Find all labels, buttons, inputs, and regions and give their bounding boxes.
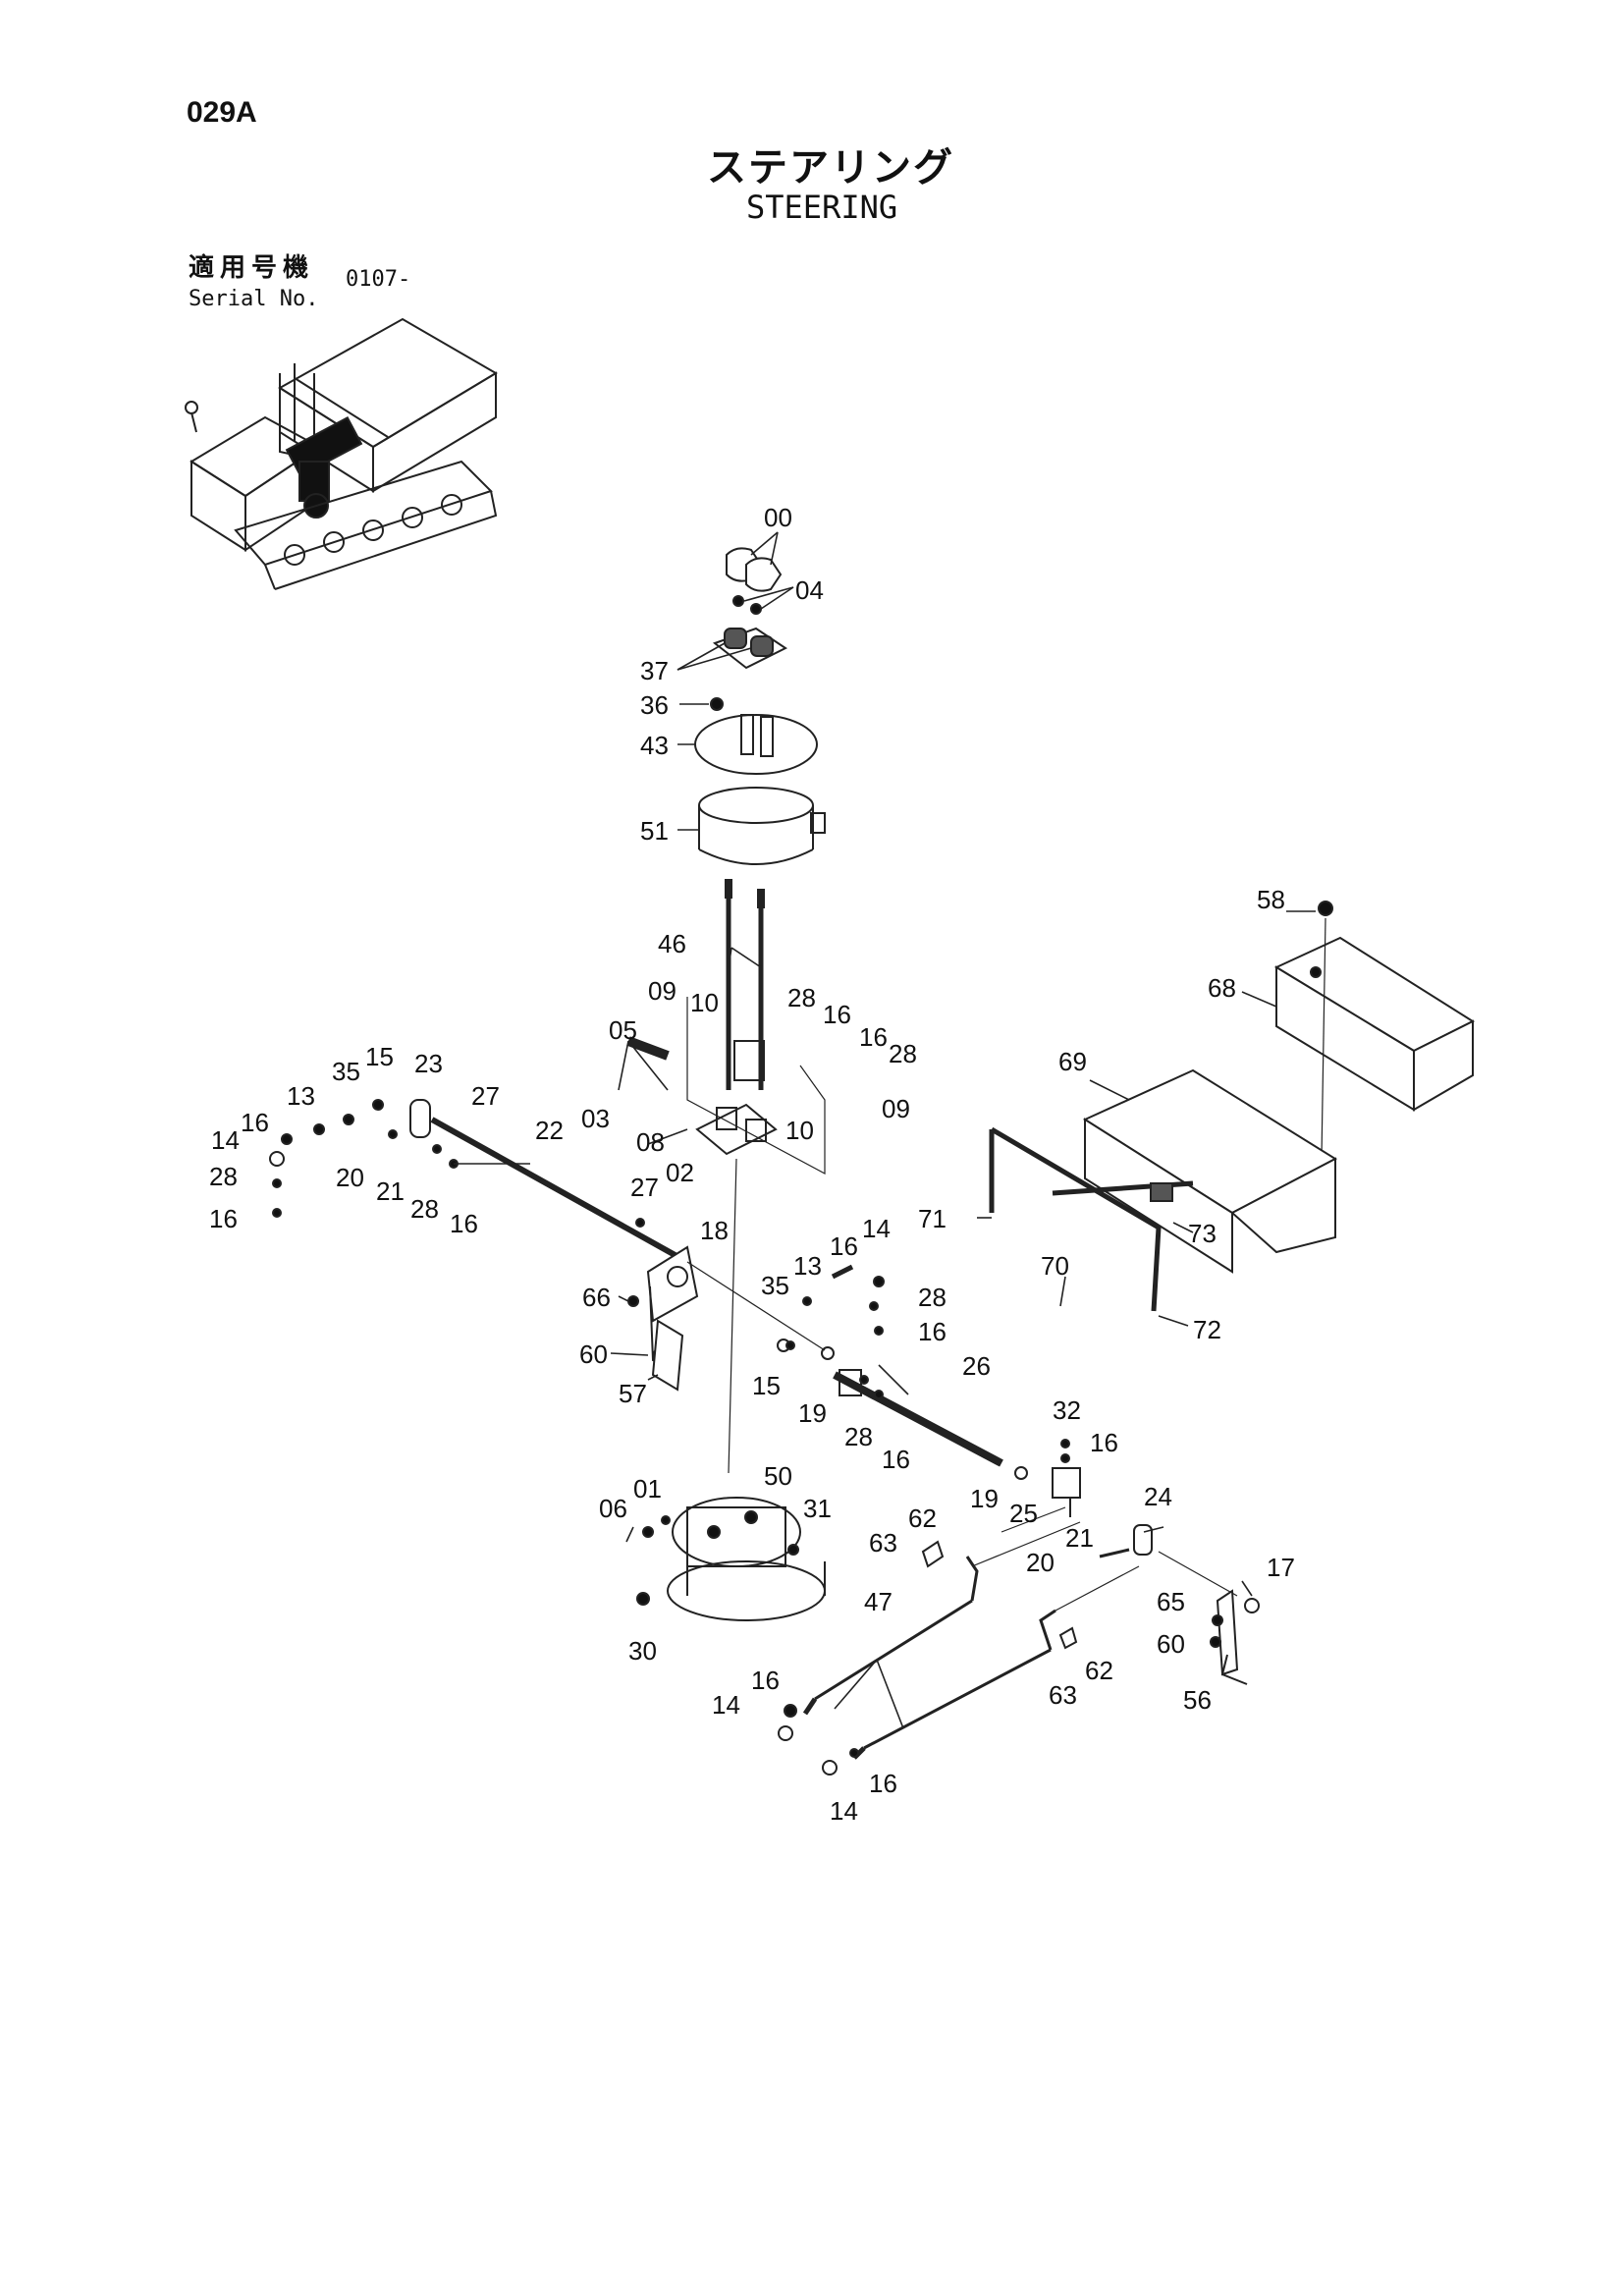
part-label-13a: 13 (287, 1081, 315, 1111)
part-label-28b: 28 (889, 1039, 917, 1068)
part-label-14a: 14 (211, 1125, 240, 1155)
serial-value: 0107- (346, 267, 411, 292)
part-label-43: 43 (640, 731, 669, 760)
part-label-14d: 14 (830, 1796, 858, 1826)
part-label-04: 04 (795, 575, 824, 605)
part-label-28a: 28 (787, 983, 816, 1012)
part-label-35a: 35 (332, 1057, 360, 1086)
part-label-51: 51 (640, 816, 669, 846)
part-label-16a: 16 (823, 1000, 851, 1029)
part-label-01: 01 (633, 1474, 662, 1503)
part-label-27b: 27 (630, 1173, 659, 1202)
part-label-06: 06 (599, 1494, 627, 1523)
part-label-16j: 16 (751, 1666, 780, 1695)
part-label-21a: 21 (376, 1176, 405, 1206)
part-label-36: 36 (640, 690, 669, 720)
part-label-20a: 20 (336, 1163, 364, 1192)
serial-label-jp: 適用号機 (189, 253, 315, 283)
part-label-23: 23 (414, 1049, 443, 1078)
part-label-73: 73 (1188, 1219, 1217, 1248)
part-label-69: 69 (1058, 1047, 1087, 1076)
part-label-31: 31 (803, 1494, 832, 1523)
part-label-15b: 15 (752, 1371, 781, 1400)
part-label-16k: 16 (869, 1769, 897, 1798)
part-label-10a: 10 (690, 988, 719, 1017)
part-label-16g: 16 (918, 1317, 947, 1346)
part-label-18: 18 (700, 1216, 729, 1245)
part-label-21b: 21 (1065, 1523, 1094, 1553)
part-label-20b: 20 (1026, 1548, 1055, 1577)
part-label-09b: 09 (882, 1094, 910, 1123)
part-label-16i: 16 (1090, 1428, 1118, 1457)
part-label-30: 30 (628, 1636, 657, 1666)
part-label-14c: 14 (712, 1690, 740, 1720)
part-label-09a: 09 (648, 976, 676, 1006)
part-label-70: 70 (1041, 1251, 1069, 1281)
part-label-62b: 62 (1085, 1656, 1113, 1685)
part-label-22: 22 (535, 1116, 564, 1145)
part-label-24: 24 (1144, 1482, 1172, 1511)
part-label-62a: 62 (908, 1503, 937, 1533)
part-label-72: 72 (1193, 1315, 1221, 1344)
part-label-37: 37 (640, 656, 669, 685)
part-label-19a: 19 (798, 1398, 827, 1428)
page-title-en: STEERING (746, 189, 898, 226)
part-label-28f: 28 (844, 1422, 873, 1451)
part-label-13b: 13 (793, 1251, 822, 1281)
page-title-jp: ステアリング (707, 145, 954, 191)
part-label-16c: 16 (241, 1108, 269, 1137)
steering-knob-assembly (626, 547, 826, 1474)
part-label-00: 00 (764, 503, 792, 532)
part-label-17: 17 (1267, 1553, 1295, 1582)
part-label-26: 26 (962, 1351, 991, 1381)
part-label-03: 03 (581, 1104, 610, 1133)
part-label-63b: 63 (1049, 1680, 1077, 1710)
part-label-56: 56 (1183, 1685, 1212, 1715)
right-cross-shaft (686, 1261, 1260, 1685)
part-label-47: 47 (864, 1587, 893, 1616)
part-label-28d: 28 (410, 1194, 439, 1224)
part-label-16h: 16 (882, 1445, 910, 1474)
part-label-16b: 16 (859, 1022, 888, 1052)
part-label-71: 71 (918, 1204, 947, 1233)
part-label-60a: 60 (579, 1339, 608, 1369)
part-label-65: 65 (1157, 1587, 1185, 1616)
part-label-25: 25 (1009, 1499, 1038, 1528)
left-cross-shaft (269, 1099, 699, 1392)
part-label-63a: 63 (869, 1528, 897, 1558)
part-label-08: 08 (636, 1127, 665, 1157)
part-label-15a: 15 (365, 1042, 394, 1071)
part-label-28c: 28 (209, 1162, 238, 1191)
part-label-10b: 10 (785, 1116, 814, 1145)
part-label-02: 02 (666, 1158, 694, 1187)
part-label-66: 66 (582, 1283, 611, 1312)
machine-thumbnail (185, 317, 498, 590)
leader-lines (454, 531, 1316, 1729)
steering-covers (989, 901, 1476, 1312)
part-label-16f: 16 (830, 1231, 858, 1261)
part-label-27a: 27 (471, 1081, 500, 1111)
part-label-16e: 16 (450, 1209, 478, 1238)
part-label-46: 46 (658, 929, 686, 958)
page-code: 029A (187, 96, 257, 129)
part-label-32: 32 (1053, 1395, 1081, 1425)
part-label-57: 57 (619, 1379, 647, 1408)
part-label-14b: 14 (862, 1214, 891, 1243)
serial-label-en: Serial No. (189, 287, 319, 311)
part-label-68: 68 (1208, 973, 1236, 1003)
part-labels: 00 04 37 36 43 51 46 58 68 69 05 09 10 2… (209, 503, 1295, 1826)
part-label-50: 50 (764, 1461, 792, 1491)
part-label-35b: 35 (761, 1271, 789, 1300)
part-label-05: 05 (609, 1015, 637, 1045)
steering-valve (636, 1497, 826, 1621)
part-label-28e: 28 (918, 1283, 947, 1312)
part-label-58: 58 (1257, 885, 1285, 914)
steering-rods (778, 1521, 1140, 1776)
part-label-60b: 60 (1157, 1629, 1185, 1659)
part-label-16d: 16 (209, 1204, 238, 1233)
part-label-19b: 19 (970, 1484, 999, 1513)
